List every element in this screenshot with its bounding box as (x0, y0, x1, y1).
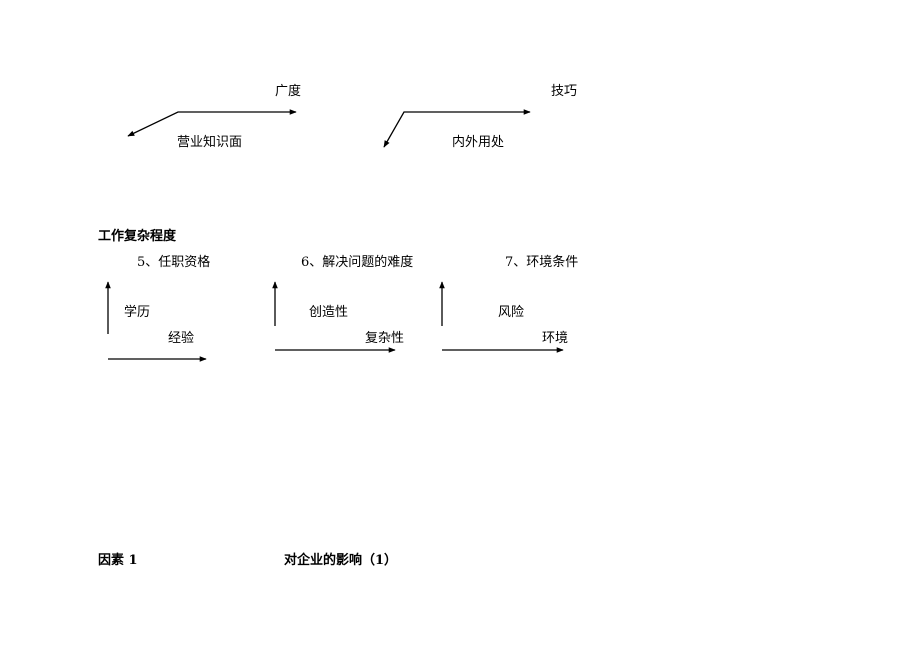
skill-label: 技巧 (551, 84, 578, 99)
factor-heading: 7、环境条件 (505, 255, 579, 270)
business-knowledge-label: 营业知识面 (177, 135, 243, 150)
breadth-label: 广度 (275, 84, 302, 99)
factor-vertical-label: 创造性 (309, 305, 349, 320)
factor-horizontal-label: 经验 (168, 331, 195, 346)
footer-impact-label: 对企业的影响（1） (284, 553, 398, 568)
footer-factor-label: 因素 1 (98, 553, 138, 568)
factor-heading: 6、解决问题的难度 (301, 255, 414, 270)
factor-horizontal-label: 复杂性 (365, 331, 405, 346)
breadth-arrow (127, 109, 297, 137)
factor-vertical-label: 学历 (124, 305, 151, 320)
internal-external-use-label: 内外用处 (452, 135, 505, 150)
factor-heading: 5、任职资格 (137, 255, 211, 270)
factor-vertical-label: 风险 (498, 305, 525, 320)
section-title: 工作复杂程度 (98, 229, 177, 244)
factor-horizontal-label: 环境 (542, 331, 569, 346)
